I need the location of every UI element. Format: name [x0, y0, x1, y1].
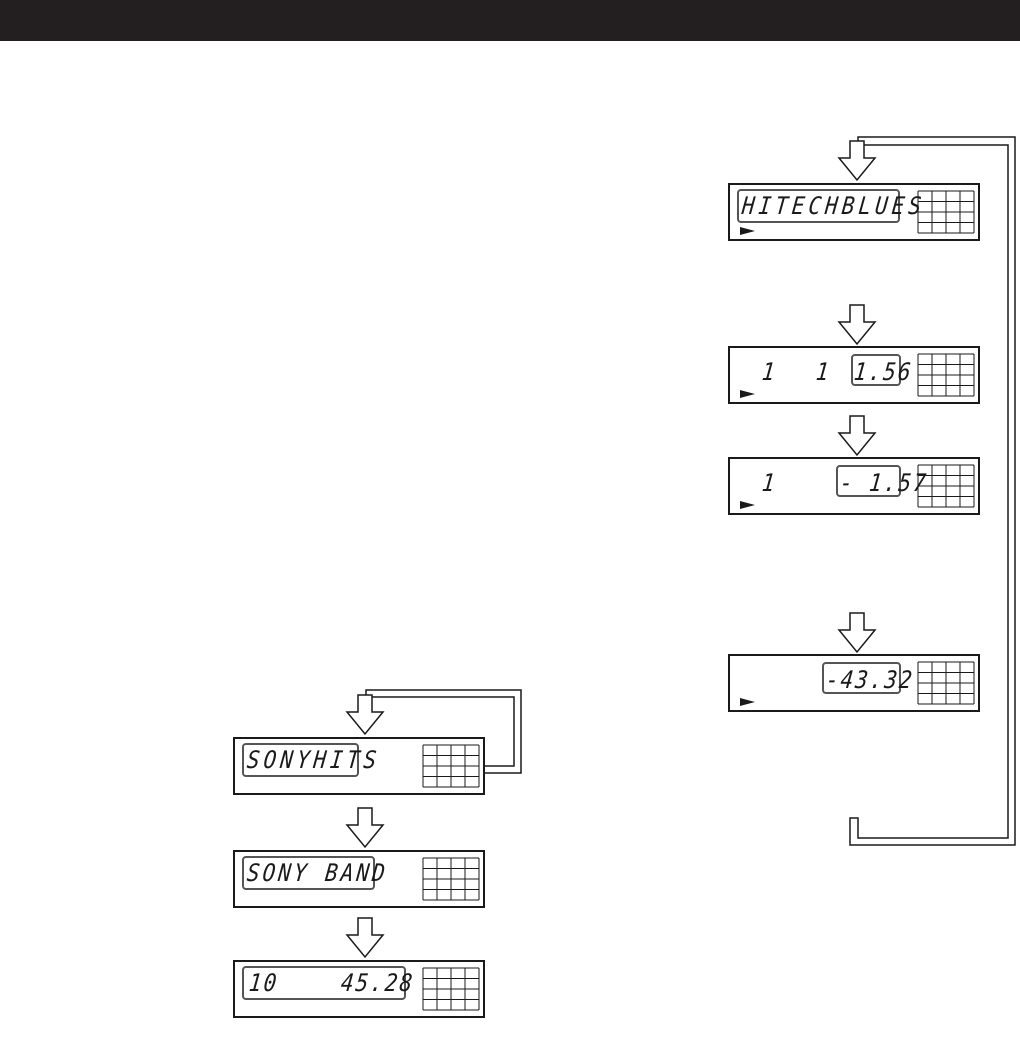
display-track-count: 10: [247, 969, 280, 997]
display-highlight: [242, 743, 359, 777]
music-calendar-grid-icon: [422, 744, 480, 788]
display-track-time: 1 1 1.56: [728, 346, 980, 404]
header-bar: [0, 0, 1020, 41]
display-highlight: [242, 856, 375, 890]
display-hitech-blues: HITECHBLUES: [728, 183, 980, 241]
display-highlight: [737, 189, 900, 223]
display-highlight: [836, 465, 901, 497]
play-indicator-icon: [740, 227, 755, 235]
music-calendar-grid-icon: [917, 353, 975, 397]
display-disc-remaining: -43.32: [728, 654, 980, 712]
display-text: SONY BAND: [245, 859, 390, 887]
play-indicator-icon: [740, 501, 755, 509]
display-highlight: [851, 354, 901, 386]
music-calendar-grid-icon: [917, 661, 975, 705]
down-arrow-icon: [345, 694, 385, 736]
down-arrow-icon: [837, 612, 877, 654]
down-arrow-icon: [837, 304, 877, 346]
play-indicator-icon: [740, 698, 755, 706]
display-time: 45.28: [339, 969, 416, 997]
music-calendar-grid-icon: [917, 190, 975, 234]
down-arrow-icon: [345, 917, 385, 959]
down-arrow-icon: [837, 140, 877, 182]
music-calendar-grid-icon: [422, 967, 480, 1011]
display-sony-hits: SONYHITS: [233, 737, 485, 795]
display-text: SONYHITS: [245, 746, 382, 774]
down-arrow-icon: [345, 807, 385, 849]
play-indicator-icon: [740, 390, 755, 398]
display-sony-band: SONY BAND: [233, 850, 485, 908]
music-calendar-grid-icon: [422, 857, 480, 901]
music-calendar-grid-icon: [917, 464, 975, 508]
display-highlight: [242, 966, 406, 1000]
display-highlight: [822, 662, 901, 694]
down-arrow-icon: [837, 415, 877, 457]
display-disc-total: 10 45.28: [233, 960, 485, 1018]
display-track-remaining: 1 - 1.57: [728, 457, 980, 515]
